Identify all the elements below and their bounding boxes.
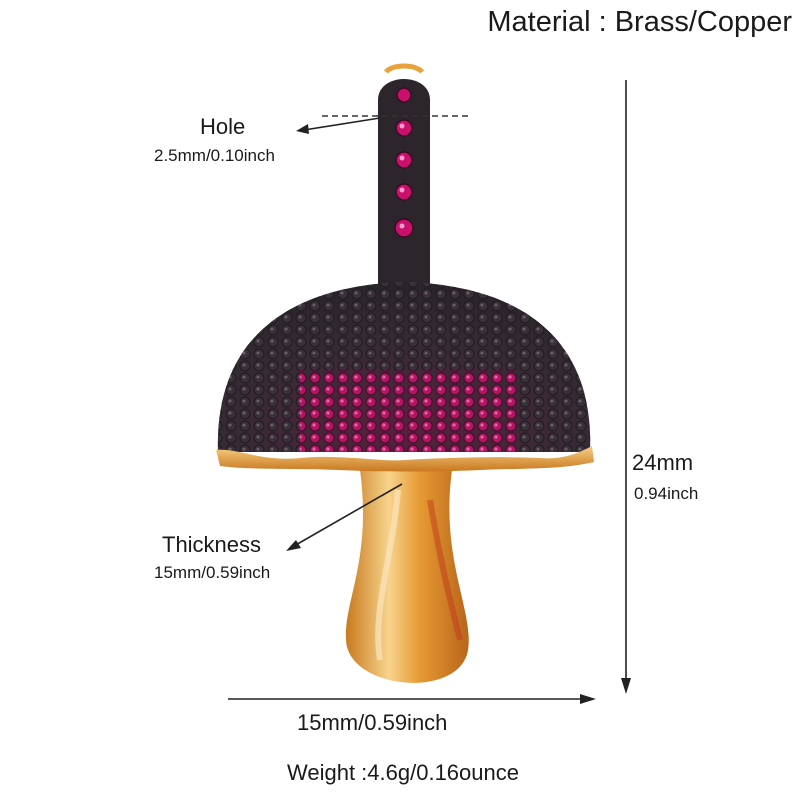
thickness-size: 15mm/0.59inch [154,563,271,582]
mushroom-stem [345,470,469,683]
thickness-pointer-arrow [286,483,403,551]
width-dimension-arrow [228,694,596,704]
height-dimension-arrow [621,80,631,694]
bail-gems [394,87,414,238]
mushroom-cap [217,282,591,452]
height-inch-label: 0.94inch [634,484,699,503]
thickness-label: Thickness [162,532,262,557]
hole-size: 2.5mm/0.10inch [154,146,275,165]
height-mm-label: 24mm [632,450,694,475]
weight-label: Weight :4.6g/0.16ounce [287,760,519,785]
cap-rim [216,446,594,472]
hole-label: Hole [200,114,246,139]
width-label: 15mm/0.59inch [297,710,448,735]
material-label: Material : Brass/Copper [487,6,792,38]
hole-pointer-arrow [296,117,381,134]
pendant-bail [378,63,430,300]
